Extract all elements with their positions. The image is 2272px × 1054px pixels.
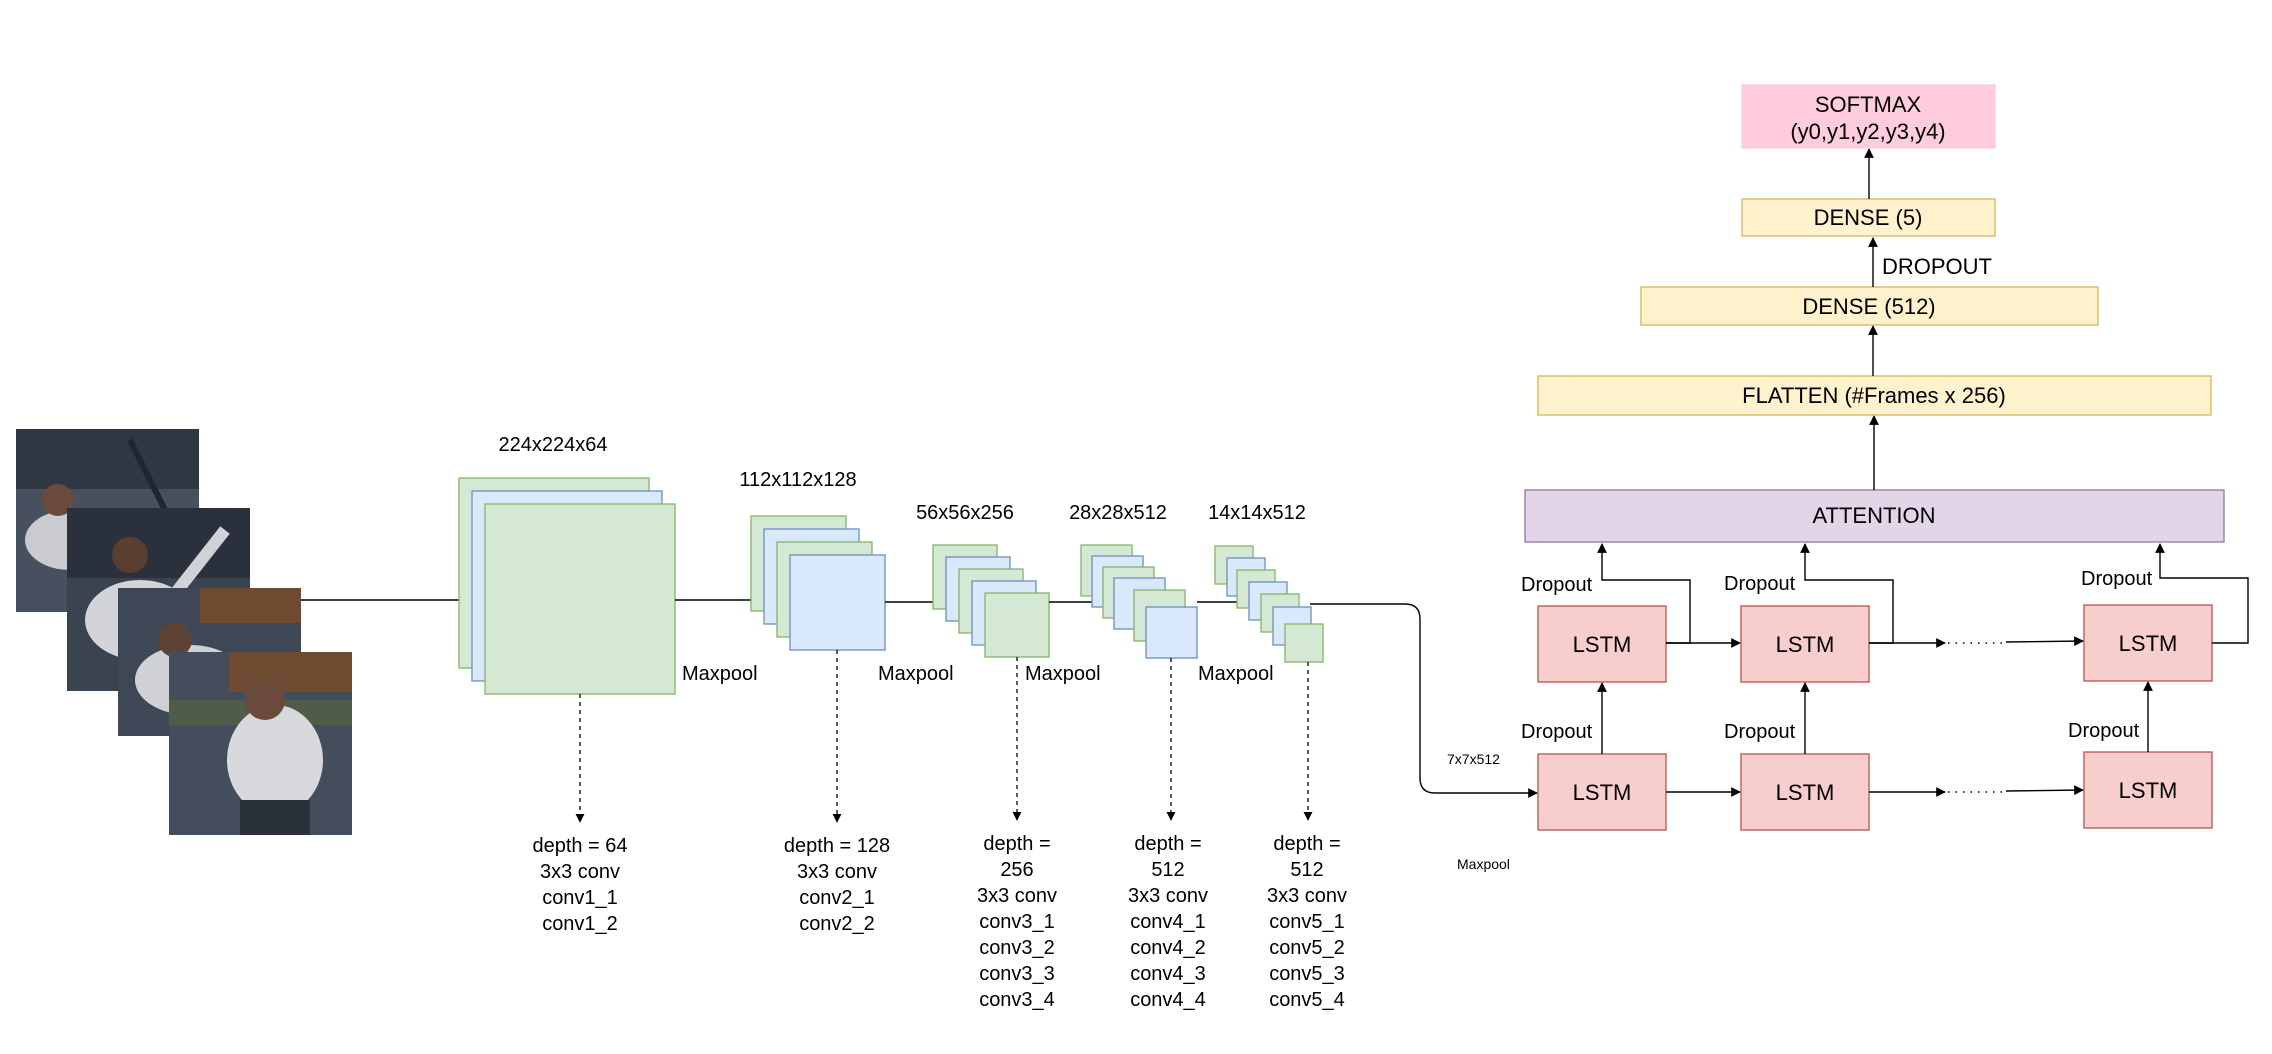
- lstm-layer-top: LSTM LSTM LSTM: [1537, 604, 2213, 683]
- block3-desc-2: 256: [1000, 859, 1033, 881]
- cnn-block-1: 224x224x64 Maxpool depth = 64 3x3 conv c…: [458, 434, 758, 935]
- lstm-to-attention-arrow: [1597, 543, 1691, 644]
- dropout-label: Dropout: [1724, 573, 1796, 595]
- block5-desc-5: conv5_2: [1269, 937, 1345, 959]
- block3-desc-4: conv3_1: [979, 911, 1055, 933]
- block5-shape-label: 14x14x512: [1208, 502, 1306, 524]
- lstm-cell-label: LSTM: [2119, 631, 2178, 656]
- softmax-label: SOFTMAX: [1815, 92, 1922, 117]
- cnn-block-4: 28x28x512 Maxpool depth = 512 3x3 conv c…: [1069, 502, 1274, 1011]
- block1-shape-label: 224x224x64: [499, 434, 608, 456]
- block1-desc-3: conv1_1: [542, 887, 618, 909]
- block2-shape-label: 112x112x128: [739, 469, 856, 491]
- block2-desc-1: depth = 128: [784, 835, 890, 857]
- dropout-label: Dropout: [2081, 568, 2153, 590]
- block3-desc-3: 3x3 conv: [977, 885, 1057, 907]
- video-frame-4: [169, 652, 352, 835]
- flatten-block: FLATTEN (#Frames x 256): [1537, 375, 2212, 416]
- attention-label: ATTENTION: [1812, 503, 1935, 528]
- arrow-cnn-to-lstm: [1310, 603, 1538, 798]
- dense-512-box: [1640, 286, 2099, 326]
- block5-desc-4: conv5_1: [1269, 911, 1345, 933]
- attention-block: ATTENTION: [1524, 489, 2225, 543]
- block5-desc-3: 3x3 conv: [1267, 885, 1347, 907]
- softmax-outputs-label: (y0,y1,y2,y3,y4): [1790, 119, 1945, 144]
- block1-desc-4: conv1_2: [542, 913, 618, 935]
- dropout-head-label: DROPOUT: [1882, 254, 1992, 279]
- block2-desc-4: conv2_2: [799, 913, 875, 935]
- block1-pool-label: Maxpool: [682, 663, 758, 685]
- block4-desc-5: conv4_2: [1130, 937, 1206, 959]
- block2-desc-2: 3x3 conv: [797, 861, 877, 883]
- cnn-block-2: 112x112x128 Maxpool depth = 128 3x3 conv…: [739, 469, 953, 935]
- lstm-cell: [2083, 751, 2213, 829]
- feature-map: [484, 503, 676, 695]
- lstm-recurrent-arrow: [2005, 785, 2084, 796]
- cnn-block-3: 56x56x256 Maxpool depth = 256 3x3 conv c…: [916, 502, 1101, 1011]
- block5-desc-1: depth =: [1273, 833, 1340, 855]
- block3-desc-7: conv3_4: [979, 989, 1055, 1011]
- flatten-label: FLATTEN (#Frames x 256): [1742, 383, 2006, 408]
- block4-pool-label: Maxpool: [1198, 663, 1274, 685]
- block4-desc-2: 512: [1151, 859, 1184, 881]
- lstm-cell: [1537, 605, 1667, 683]
- cnn-block-5: 14x14x512 depth = 512 3x3 conv conv5_1 c…: [1208, 502, 1347, 1011]
- block5-desc-7: conv5_4: [1269, 989, 1345, 1011]
- lstm-cell-label: LSTM: [1573, 632, 1632, 657]
- feature-map: [1284, 623, 1324, 663]
- input-frames: [16, 429, 352, 835]
- dense-5-box: [1741, 198, 1996, 237]
- lstm-recurrent-arrow: [2005, 636, 2084, 647]
- block3-desc-6: conv3_3: [979, 963, 1055, 985]
- block5-desc-6: conv5_3: [1269, 963, 1345, 985]
- dropout-label: Dropout: [1521, 721, 1593, 743]
- block4-desc-1: depth =: [1134, 833, 1201, 855]
- lstm-cell: [1740, 605, 1870, 683]
- cnn-output-shape-label: 7x7x512: [1447, 751, 1500, 767]
- lstm-cell-label: LSTM: [1776, 780, 1835, 805]
- lstm-layer-bottom: LSTM LSTM LSTM: [1537, 751, 2213, 831]
- flatten-box: [1537, 375, 2212, 416]
- feature-map: [1145, 606, 1198, 659]
- lstm-cell-label: LSTM: [1776, 632, 1835, 657]
- block4-desc-6: conv4_3: [1130, 963, 1206, 985]
- lstm-cell-label: LSTM: [1573, 780, 1632, 805]
- dense-512-block: DENSE (512): [1640, 286, 2099, 326]
- dense-5-block: DENSE (5): [1741, 198, 1996, 237]
- dense-5-label: DENSE (5): [1814, 205, 1923, 230]
- block3-desc-1: depth =: [983, 833, 1050, 855]
- block5-desc-2: 512: [1290, 859, 1323, 881]
- lstm-cell-label: LSTM: [2119, 778, 2178, 803]
- block4-desc-7: conv4_4: [1130, 989, 1206, 1011]
- block4-desc-4: conv4_1: [1130, 911, 1206, 933]
- block4-desc-3: 3x3 conv: [1128, 885, 1208, 907]
- feature-map: [789, 554, 886, 651]
- block2-pool-label: Maxpool: [878, 663, 954, 685]
- feature-map: [984, 592, 1050, 658]
- dropout-label: Dropout: [1521, 574, 1593, 596]
- block3-shape-label: 56x56x256: [916, 502, 1014, 524]
- block3-desc-5: conv3_2: [979, 937, 1055, 959]
- block3-pool-label: Maxpool: [1025, 663, 1101, 685]
- lstm-to-attention-arrow: [2155, 543, 2249, 644]
- final-maxpool-label: Maxpool: [1457, 856, 1510, 872]
- block1-desc-1: depth = 64: [532, 835, 627, 857]
- dropout-label: Dropout: [1724, 721, 1796, 743]
- softmax-block: SOFTMAX (y0,y1,y2,y3,y4): [1741, 84, 1996, 149]
- lstm-to-attention-arrow: [1800, 543, 1894, 644]
- softmax-box: [1741, 84, 1996, 149]
- block1-desc-2: 3x3 conv: [540, 861, 620, 883]
- block2-desc-3: conv2_1: [799, 887, 875, 909]
- lstm-cell: [2083, 604, 2213, 682]
- dropout-label: Dropout: [2068, 720, 2140, 742]
- block4-shape-label: 28x28x512: [1069, 502, 1167, 524]
- dense-512-label: DENSE (512): [1802, 294, 1935, 319]
- attention-box: [1524, 489, 2225, 543]
